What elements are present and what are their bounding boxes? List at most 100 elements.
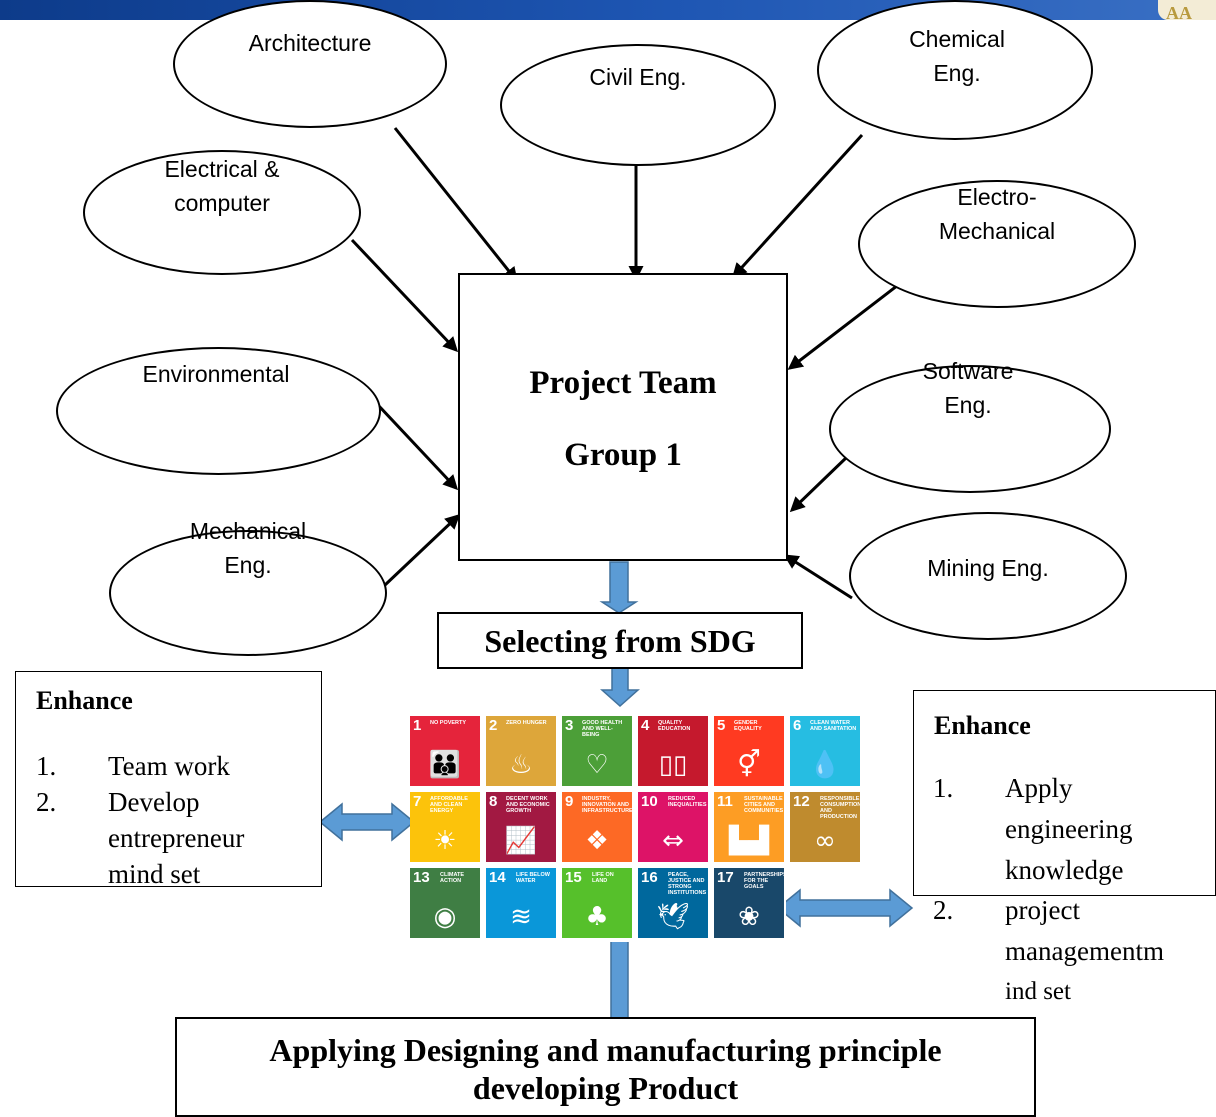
sdg-tile-17: 17 Partnerships for the Goals ❀ (714, 868, 784, 938)
selecting-sdg-box: Selecting from SDG (437, 612, 803, 669)
fish-icon: ≋ (510, 902, 532, 932)
right-item-2-cont-2: ind set (1005, 978, 1071, 1005)
sdg-goals-grid: 1No Poverty👪 2 Zero Hunger ♨ 3Good Health an… (410, 716, 860, 942)
infinity-icon: ∞ (814, 826, 836, 856)
arrow-mechanical (383, 513, 461, 587)
sdg-tile-14: 14 Life Below Water ≋ (486, 868, 556, 938)
group-label: Group 1 (564, 437, 682, 473)
sdg-tile-caption: Affordable and Clean Energy (430, 796, 468, 814)
city-icon: ▙▟ (729, 826, 769, 856)
sdg-tile-3: 3Good Health and Well-Being♡ (562, 716, 632, 786)
enhance-right-box: Enhance (913, 690, 1216, 896)
ellipse-software (829, 365, 1111, 493)
sdg-tile-16: 16Peace, Justice and Strong Institutions… (638, 868, 708, 938)
bowl-icon: ♨ (509, 750, 533, 780)
applying-design-box: Applying Designing and manufacturing pri… (175, 1017, 1036, 1117)
sdg-tile-15: 15 Life On Land ♣ (562, 868, 632, 938)
sdg-tile-number: 8 (489, 793, 498, 810)
tree-icon: ♣ (585, 902, 609, 932)
sdg-tile-number: 11 (717, 793, 733, 810)
sdg-tile-number: 2 (489, 717, 498, 734)
block-arrow-down-2 (600, 667, 640, 708)
arrow-architecture (393, 127, 518, 283)
sdg-tile-7: 7Affordable and Clean Energy☀ (410, 792, 480, 862)
label-architecture: Architecture (248, 30, 372, 56)
applying-line-2: developing Product (472, 1070, 739, 1106)
flower-rings-icon: ❀ (738, 902, 760, 932)
arrow-electromechanical (787, 280, 903, 370)
arrow-environmental (376, 403, 459, 491)
enhance-left-box: Enhance 1.Team work 2.Develop entreprene… (15, 671, 322, 889)
sdg-tile-caption: Partnerships for the Goals (744, 872, 784, 890)
sdg-tile-number: 4 (641, 717, 650, 734)
project-team-box: Project Team Group 1 (458, 273, 788, 561)
sdg-tile-1: 1No Poverty👪 (410, 716, 480, 786)
sdg-tile-caption: Sustainable Cities and Communities (744, 796, 784, 814)
sdg-tile-number: 15 (565, 869, 582, 886)
right-item-2-cont-1: managementm (1005, 936, 1164, 966)
sdg-tile-number: 5 (717, 717, 726, 734)
sdg-tile-caption: Clean Water and Sanitation (810, 720, 857, 732)
label-civil: Civil Eng. (589, 64, 687, 90)
sdg-tile-number: 9 (565, 793, 574, 810)
eye-globe-icon: ◉ (433, 902, 457, 932)
right-item-2: 2.project (933, 895, 1080, 925)
sdg-tile-11: 11 Sustainable Cities and Communities ▙▟ (714, 792, 784, 862)
sdg-tile-12: 12 Responsible Consumption and Production… (790, 792, 860, 862)
sdg-tile-caption: Decent Work and Economic Growth (506, 796, 550, 814)
label-environmental: Environmental (142, 361, 290, 387)
sdg-tile-number: 3 (565, 717, 574, 734)
sdg-tile-caption: No Poverty (430, 720, 467, 726)
sdg-tile-caption: Reduced Inequalities (668, 796, 707, 808)
enhance-left-title: Enhance (36, 686, 133, 715)
gender-icon: ⚥ (737, 750, 761, 780)
sdg-tile-number: 14 (489, 869, 506, 886)
sdg-tile-number: 7 (413, 793, 422, 810)
label-mining: Mining Eng. (927, 555, 1049, 581)
sdg-tile-9: 9 Industry, Innovation and Infrastructure… (562, 792, 632, 862)
sdg-tile-caption: Zero Hunger (506, 720, 547, 726)
label-electromechanical: Electro-Mechanical (938, 184, 1056, 244)
ellipse-mining (849, 512, 1127, 640)
sdg-tile-caption: Industry, Innovation and Infrastructure (582, 796, 632, 814)
sdg-tile-caption: Life On Land (592, 872, 614, 884)
left-item-1: 1.Team work (36, 751, 230, 781)
ellipse-architecture (173, 0, 447, 128)
left-item-2-cont-1: entrepreneur (108, 823, 245, 853)
sdg-tile-number: 13 (413, 869, 430, 886)
sdg-tile-4: 4 Quality Education ▯▯ (638, 716, 708, 786)
sdg-tile-10: 10 Reduced Inequalities ⇔ (638, 792, 708, 862)
cubes-icon: ❖ (585, 826, 609, 856)
sdg-tile-8: 8Decent Work and Economic Growth📈 (486, 792, 556, 862)
label-electrical: Electrical &computer (164, 156, 280, 216)
ellipse-mechanical (109, 530, 387, 656)
double-arrow-left (318, 802, 416, 842)
sdg-tile-caption: Responsible Consumption and Production (820, 796, 860, 820)
arrow-chemical (731, 133, 864, 279)
right-item-1: 1.Apply (933, 773, 1073, 803)
equal-arrows-icon: ⇔ (662, 826, 684, 856)
sdg-tile-caption: Climate Action (440, 872, 465, 884)
sdg-tile-caption: Life Below Water (516, 872, 550, 884)
book-icon: ▯▯ (658, 750, 688, 780)
left-item-2: 2.Develop (36, 787, 200, 817)
sdg-tile-number: 6 (793, 717, 802, 734)
sdg-tile-caption: Quality Education (658, 720, 691, 732)
sdg-tile-caption: Gender Equality (734, 720, 762, 732)
sdg-tile-number: 12 (793, 793, 810, 810)
ellipse-electromechanical (858, 180, 1136, 308)
right-item-1-cont-1: engineering (1005, 814, 1133, 844)
sdg-tile-caption: Peace, Justice and Strong Institutions (668, 872, 707, 896)
double-arrow-right (776, 888, 914, 928)
ellipse-environmental (56, 347, 381, 475)
ellipse-electrical (83, 150, 361, 275)
sdg-tile-5: 5 Gender Equality ⚥ (714, 716, 784, 786)
sdg-tile-number: 10 (641, 793, 658, 810)
sdg-tile-2: 2 Zero Hunger ♨ (486, 716, 556, 786)
sdg-tile-13: 13 Climate Action ◉ (410, 868, 480, 938)
applying-line-1: Applying Designing and manufacturing pri… (269, 1032, 942, 1068)
sdg-tile-number: 17 (717, 869, 734, 886)
